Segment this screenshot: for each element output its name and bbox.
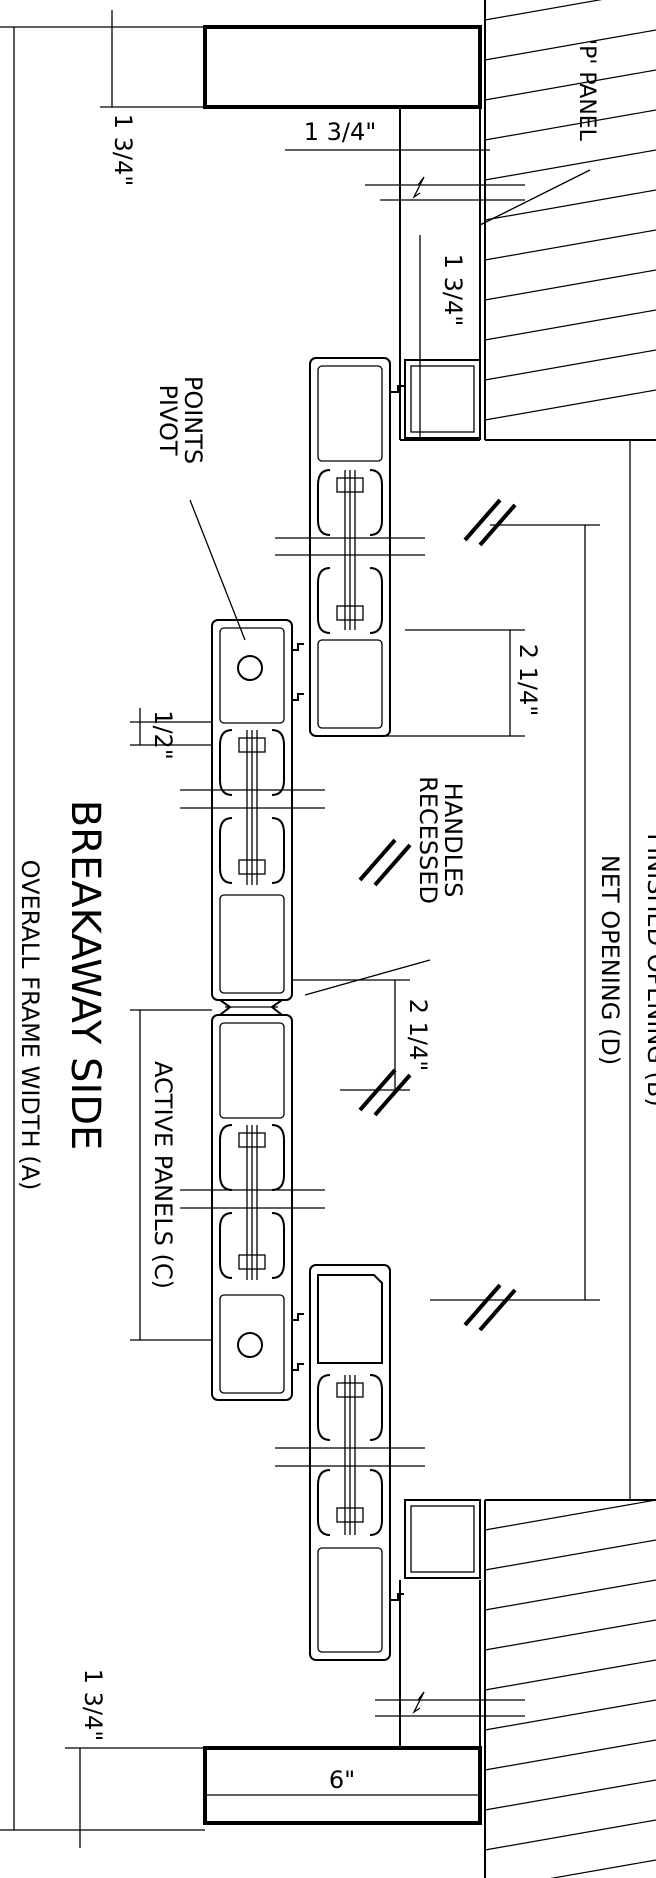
- recessed-handles-label-2: HANDLES: [439, 783, 467, 898]
- p-panel-box-top: [404, 359, 481, 439]
- breakaway-side-title: BREAKAWAY SIDE: [62, 800, 108, 1151]
- recessed-handles-label-1: RECESSED: [414, 776, 442, 904]
- panel-gap-label: 1/2": [149, 710, 177, 760]
- handle-offset-lower-label: 2 1/4": [404, 999, 432, 1072]
- wall-hatch-bottom: [484, 1499, 656, 1878]
- wall-hatch-top: [484, 0, 656, 441]
- top-jamb: [203, 25, 525, 441]
- net-opening-label: NET OPENING (D): [596, 855, 624, 1065]
- panel-meeting-joint: [219, 999, 283, 1016]
- dimension-lines: [0, 10, 631, 1848]
- pivot-points-label-1: PIVOT: [154, 384, 182, 455]
- active-panels-label: ACTIVE PANELS (C): [149, 1061, 177, 1289]
- outer-panel-top: [275, 357, 425, 737]
- finished-opening-label: FINISHED OPENING (B): [642, 833, 656, 1106]
- active-panel-2: [180, 1014, 325, 1401]
- handle-offset-upper-label: 2 1/4": [514, 644, 542, 717]
- overall-frame-width-label: OVERALL FRAME WIDTH (A): [16, 860, 44, 1191]
- top-jamb-depth-label: 1 3/4": [439, 254, 467, 327]
- top-frame-depth-label: 1 3/4": [109, 114, 137, 187]
- bottom-jamb: [203, 1580, 525, 1825]
- bottom-frame-depth-label: 1 3/4": [79, 1669, 107, 1742]
- active-panel-1: [180, 619, 325, 1001]
- handle-slashes: [358, 498, 517, 1332]
- text-labels: 1 3/4" 1 3/4" 1 3/4" 'P' PANEL PIVOT POI…: [16, 39, 656, 1794]
- pivot-points-label-2: POINTS: [179, 376, 207, 464]
- p-panel-box-bottom: [404, 1499, 481, 1579]
- p-panel-label: 'P' PANEL: [574, 39, 599, 142]
- outer-panel-bottom: [275, 1264, 425, 1661]
- top-jamb-offset-label: 1 3/4": [304, 118, 377, 146]
- bottom-jamb-width-label: 6": [329, 1766, 355, 1794]
